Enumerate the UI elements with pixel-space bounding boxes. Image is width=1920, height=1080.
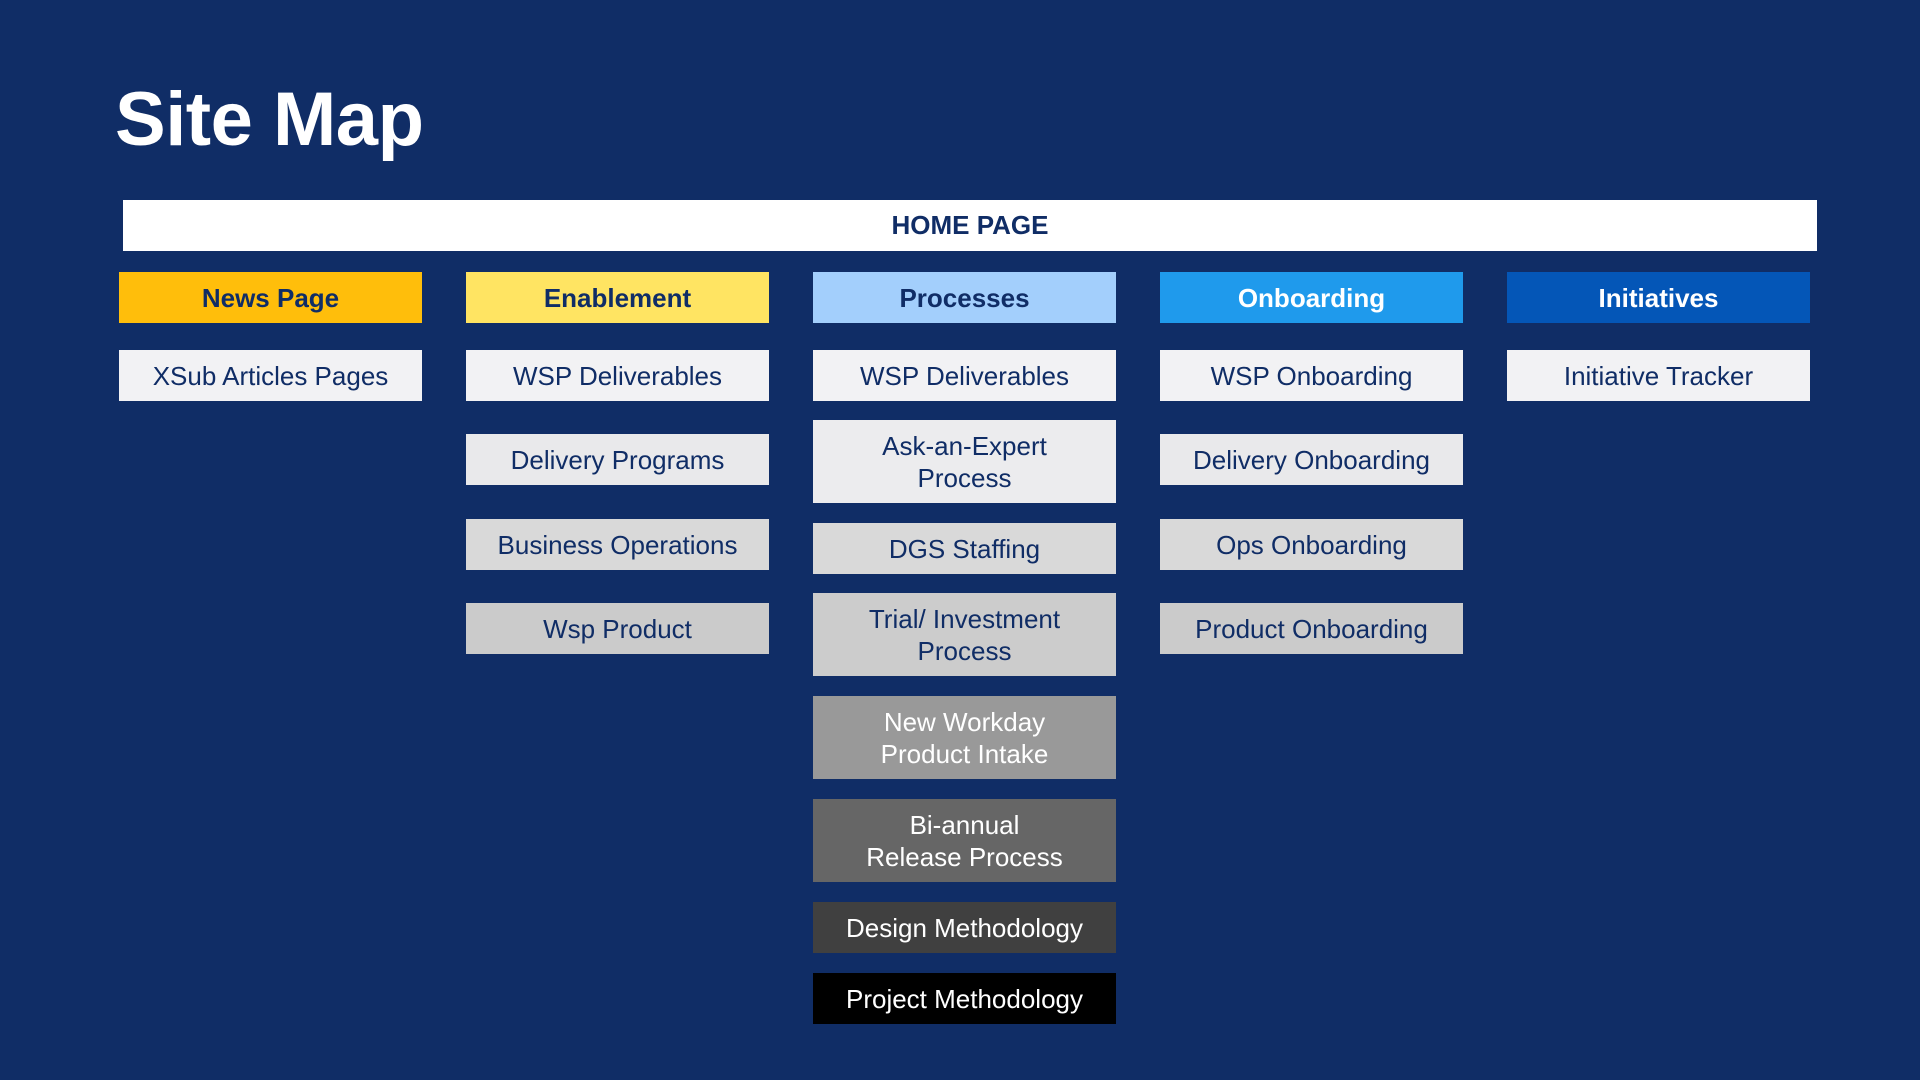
page-node[interactable]: WSP Deliverables (466, 350, 769, 401)
page-node[interactable]: Business Operations (466, 519, 769, 570)
section-header[interactable]: News Page (119, 272, 422, 323)
page-node[interactable]: DGS Staffing (813, 523, 1116, 574)
page-node[interactable]: Delivery Programs (466, 434, 769, 485)
page-node[interactable]: Design Methodology (813, 902, 1116, 953)
page-node[interactable]: Project Methodology (813, 973, 1116, 1024)
page-node[interactable]: WSP Deliverables (813, 350, 1116, 401)
page-node[interactable]: WSP Onboarding (1160, 350, 1463, 401)
page-node[interactable]: Ops Onboarding (1160, 519, 1463, 570)
section-header[interactable]: Enablement (466, 272, 769, 323)
page-node[interactable]: Delivery Onboarding (1160, 434, 1463, 485)
section-header[interactable]: Processes (813, 272, 1116, 323)
page-node[interactable]: Wsp Product (466, 603, 769, 654)
page-node[interactable]: New Workday Product Intake (813, 696, 1116, 779)
section-header[interactable]: Initiatives (1507, 272, 1810, 323)
section-header[interactable]: Onboarding (1160, 272, 1463, 323)
page-node[interactable]: Ask-an-Expert Process (813, 420, 1116, 503)
page-node[interactable]: XSub Articles Pages (119, 350, 422, 401)
page-node[interactable]: Bi-annual Release Process (813, 799, 1116, 882)
home-page-box[interactable]: HOME PAGE (123, 200, 1817, 251)
page-node[interactable]: Trial/ Investment Process (813, 593, 1116, 676)
page-node[interactable]: Product Onboarding (1160, 603, 1463, 654)
page-node[interactable]: Initiative Tracker (1507, 350, 1810, 401)
page-title: Site Map (115, 77, 424, 162)
